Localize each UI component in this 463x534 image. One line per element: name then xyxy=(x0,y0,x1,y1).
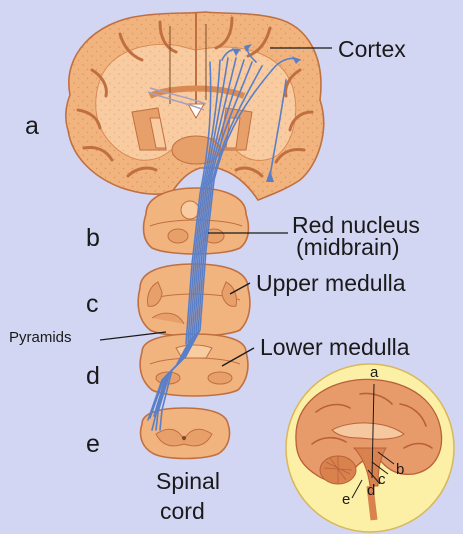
spinal-cord-section xyxy=(139,407,231,460)
section-letter-a: a xyxy=(25,112,39,140)
lower-medulla-leader xyxy=(221,347,255,367)
inset-corpus-callosum xyxy=(331,422,405,440)
inset-letter-d: d xyxy=(367,482,376,499)
inset-letter-a: a xyxy=(370,364,379,381)
upper-medulla-section xyxy=(137,263,251,337)
lower-medulla-section xyxy=(139,333,249,397)
cerebrum-section xyxy=(65,11,325,201)
cortical-sulci xyxy=(76,16,314,178)
section-letter-b: b xyxy=(86,224,100,252)
inset-brainstem xyxy=(352,447,387,487)
thalamus xyxy=(171,135,221,165)
section-letter-e: e xyxy=(86,430,100,458)
red-nucleus-label: Red nucleus xyxy=(292,212,420,238)
inset-section-lines xyxy=(351,383,395,499)
inset-letter-e: e xyxy=(342,491,351,508)
spinal-cord-outline xyxy=(139,407,231,460)
cerebral-aqueduct xyxy=(180,200,200,220)
corpus-callosum xyxy=(148,85,246,99)
section-letter-c: c xyxy=(86,290,99,318)
inset-letter-c: c xyxy=(378,471,386,488)
inset-letter-b: b xyxy=(396,461,405,478)
tract-arrowheads xyxy=(232,44,300,182)
inset-panel xyxy=(285,363,455,533)
pyramids-label: Pyramids xyxy=(9,329,72,346)
lower-medulla-label: Lower medulla xyxy=(260,334,410,360)
lower-medulla-outline xyxy=(139,333,249,397)
spinal-cord-label-line2: cord xyxy=(160,498,205,524)
midbrain-label: (midbrain) xyxy=(296,234,400,260)
pyramids-leader xyxy=(99,331,167,341)
section-letter-d: d xyxy=(86,362,100,390)
ventricle xyxy=(187,103,205,120)
spinal-cord-label-line1: Spinal xyxy=(156,468,220,494)
upper-medulla-leader xyxy=(229,282,251,295)
upper-medulla-label: Upper medulla xyxy=(256,270,406,296)
red-nucleus-left xyxy=(167,228,189,244)
leader-lines xyxy=(99,47,332,367)
corticospinal-tract xyxy=(147,45,301,431)
cortex-label: Cortex xyxy=(338,36,406,62)
